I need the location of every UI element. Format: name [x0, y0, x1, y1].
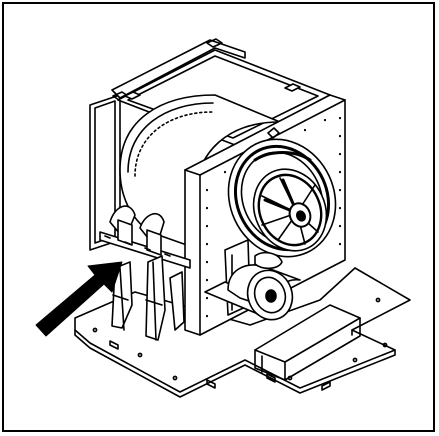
door-wheel — [227, 138, 337, 258]
motor — [227, 251, 301, 321]
front-drawer-box — [254, 304, 361, 381]
mounting-brackets — [99, 205, 191, 269]
pointer-arrow-icon — [35, 261, 123, 337]
